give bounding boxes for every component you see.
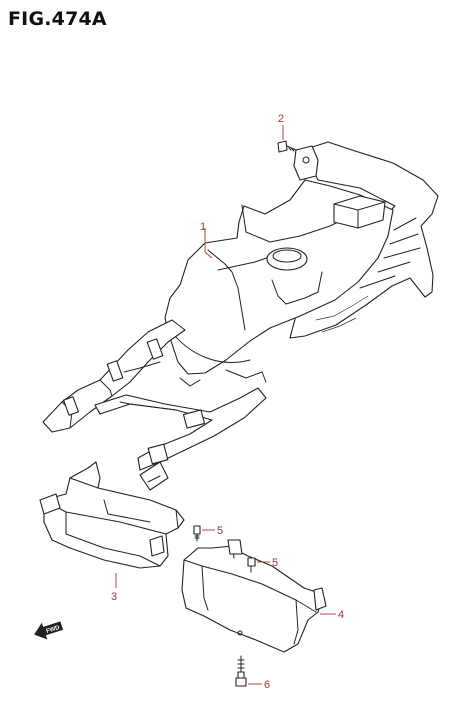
callout-label: 1 [200,221,206,233]
callout-4: 4 [320,609,344,621]
callout-label: 6 [264,679,270,691]
callout-label: 4 [338,609,344,621]
lower-tray-part [39,461,185,569]
bolt-2-icon [277,140,297,153]
callout-label: 5 [272,557,278,569]
callout-1: 1 [200,221,213,259]
callout-2: 2 [278,113,284,140]
callout-5-upper: 5 [202,525,223,537]
bolt-6-icon [235,655,247,687]
forward-direction-arrow-icon: FWD [34,621,64,640]
callout-5-lower: 5 [257,557,278,569]
figure-title: FIG.474A [8,8,107,30]
lower-cover-part [181,539,327,653]
callout-label: 2 [278,113,284,125]
bolt-5-upper-icon [193,525,201,542]
callout-3: 3 [111,573,117,603]
callout-6: 6 [248,679,270,691]
callout-label: 5 [217,525,223,537]
rear-fender-part [42,141,439,491]
callout-label: 3 [111,591,117,603]
fwd-label: FWD [46,625,61,635]
bolt-5-lower-icon [247,557,256,573]
